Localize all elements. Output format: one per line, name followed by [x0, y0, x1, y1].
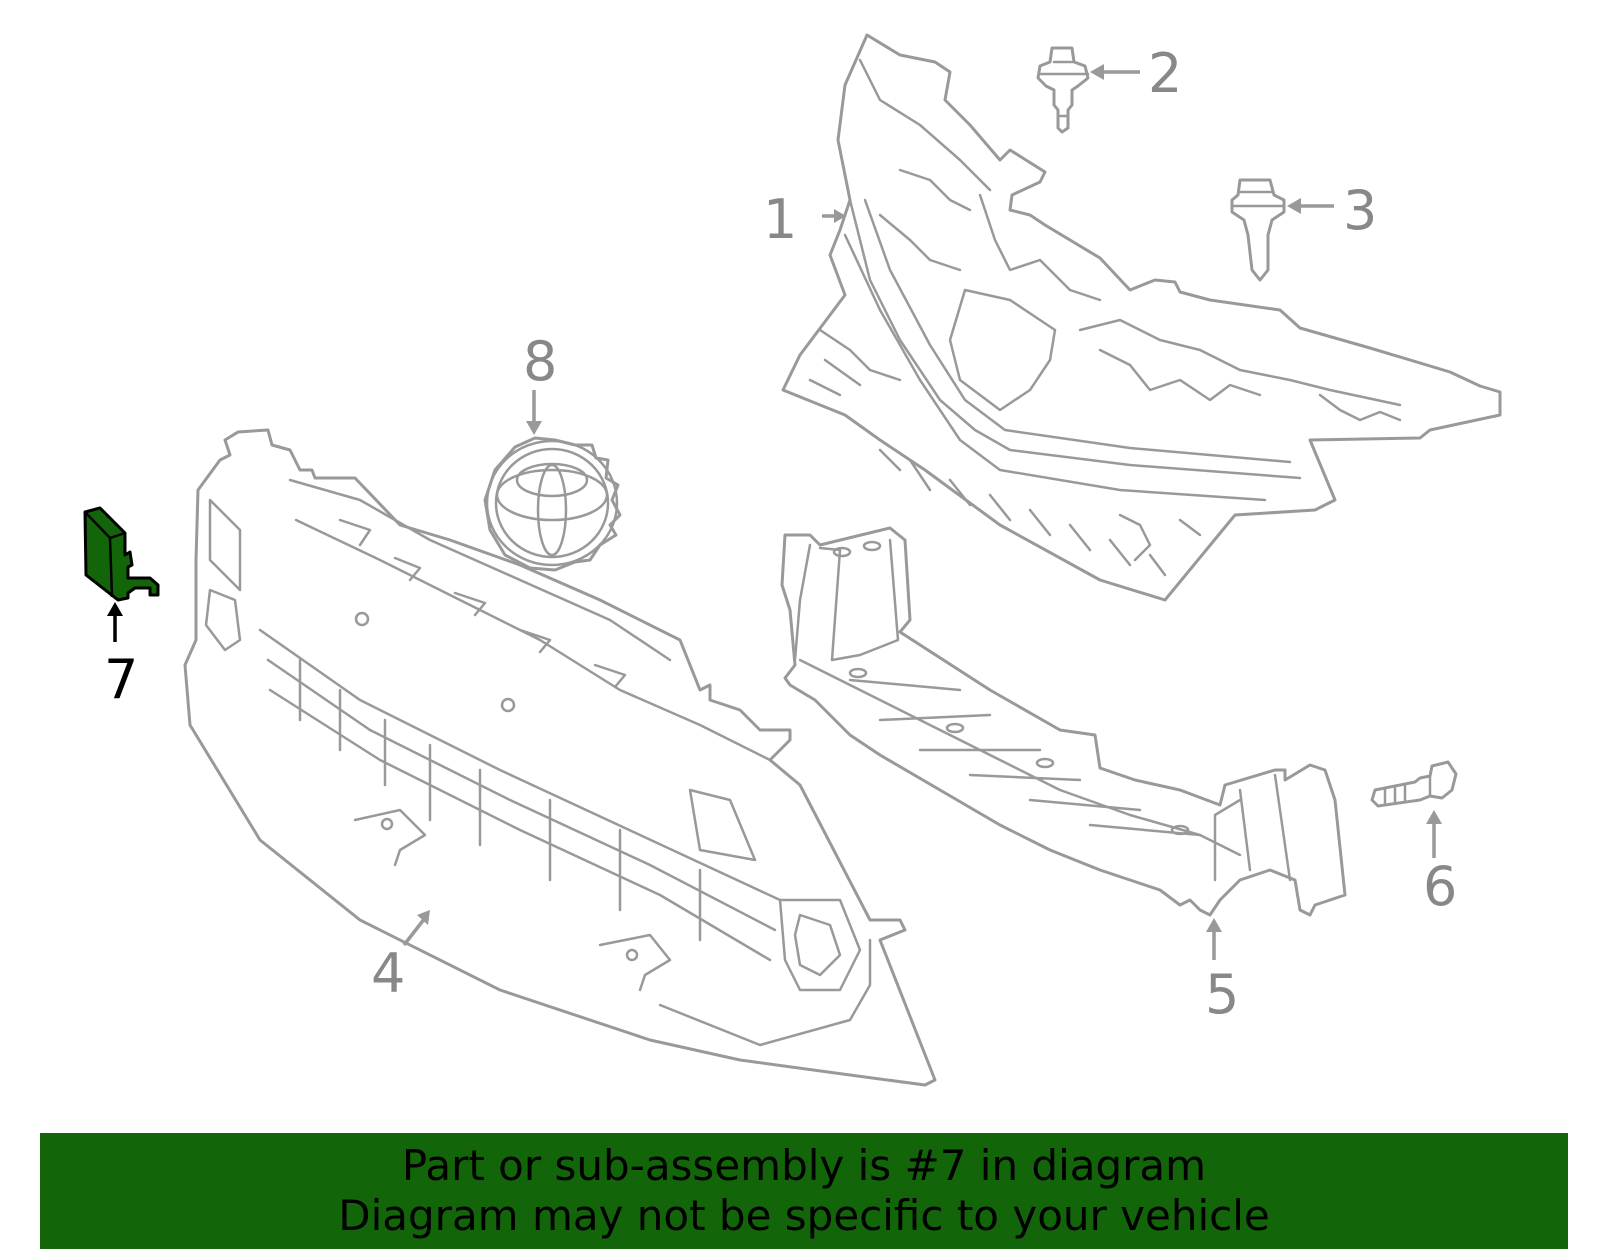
callout-8: 8 [523, 330, 557, 393]
part-1-grille-frame[interactable] [781, 33, 1502, 602]
callout-7: 7 [104, 648, 138, 711]
leader-7 [107, 602, 123, 642]
callout-3: 3 [1343, 179, 1377, 242]
leader-3 [1287, 198, 1334, 214]
part-2-clip[interactable] [1036, 46, 1090, 134]
callout-1: 1 [763, 188, 797, 251]
part-7-sensor-bracket[interactable] [83, 506, 160, 602]
caption-line-2: Diagram may not be specific to your vehi… [338, 1191, 1270, 1240]
part-3-retainer[interactable] [1230, 178, 1286, 282]
part-5-support-bracket[interactable] [780, 526, 1347, 917]
leader-5 [1206, 918, 1222, 960]
callout-6: 6 [1423, 855, 1457, 918]
leader-1 [822, 209, 846, 223]
caption-banner: Part or sub-assembly is #7 in diagram Di… [40, 1133, 1568, 1249]
parts-diagram: 1 2 3 4 5 6 7 8 [83, 33, 1502, 1087]
leader-2 [1090, 64, 1140, 80]
leader-6 [1426, 810, 1442, 858]
leader-4 [402, 910, 430, 947]
part-4-lower-grille[interactable] [183, 428, 937, 1087]
part-8-emblem[interactable] [483, 436, 622, 572]
callout-5: 5 [1205, 963, 1239, 1026]
callout-2: 2 [1148, 42, 1182, 105]
caption-line-1: Part or sub-assembly is #7 in diagram [401, 1141, 1207, 1190]
callout-4: 4 [371, 942, 405, 1005]
part-6-bolt[interactable] [1370, 760, 1458, 808]
leader-8 [526, 390, 542, 435]
